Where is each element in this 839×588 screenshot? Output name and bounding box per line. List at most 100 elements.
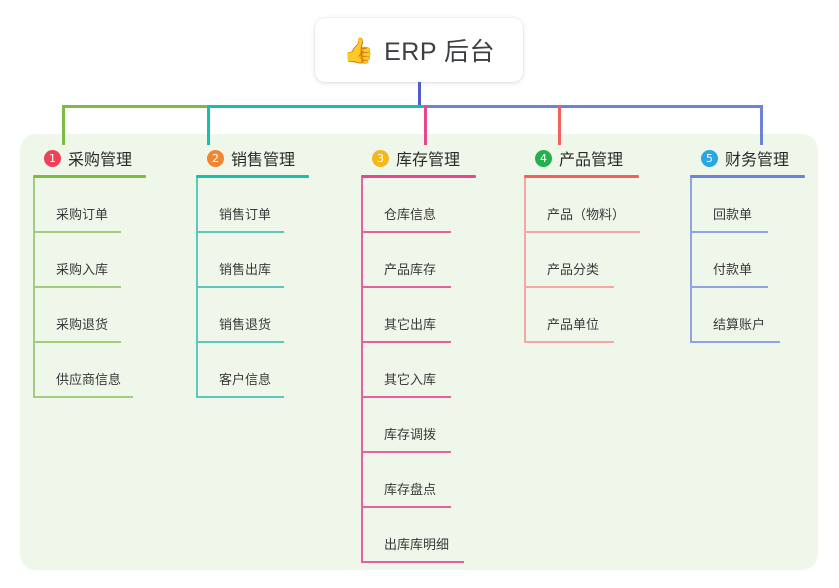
thumbs-up-icon: 👍 [342,35,375,65]
module-header-underline [690,175,805,178]
module-number-badge: 3 [372,149,389,167]
module-header-underline [33,175,146,178]
module-item-list: 回款单付款单结算账户 [690,178,805,343]
module-header-销售管理[interactable]: 2 销售管理 [196,145,309,171]
connector-drop-3 [424,105,427,145]
module-item[interactable]: 采购退货 [33,288,146,343]
module-item[interactable]: 库存调拨 [361,398,476,453]
module-number-badge: 4 [535,149,552,167]
module-item[interactable]: 产品单位 [524,288,639,343]
root-node-erp-backend[interactable]: 👍 ERP 后台 [315,18,523,82]
module-header-采购管理[interactable]: 1 采购管理 [33,145,146,171]
module-item-spine [196,178,198,398]
module-item-label: 出库库明细 [384,537,450,552]
module-item[interactable]: 销售出库 [196,233,309,288]
module-title: 采购管理 [68,152,133,169]
module-number-badge: 2 [207,149,224,167]
module-item-underline [196,341,284,343]
module-item[interactable]: 供应商信息 [33,343,146,398]
connector-drop-2 [207,105,210,145]
module-item-label: 其它出库 [384,317,437,332]
module-item-underline [524,341,614,343]
module-item-underline [361,286,451,288]
module-item-label: 付款单 [713,262,753,277]
module-item[interactable]: 客户信息 [196,343,309,398]
module-item[interactable]: 仓库信息 [361,178,476,233]
module-item-underline [33,396,133,398]
module-header-产品管理[interactable]: 4 产品管理 [524,145,639,171]
connector-bar-segment-3 [424,105,761,108]
module-item[interactable]: 产品库存 [361,233,476,288]
module-item-label: 库存盘点 [384,482,437,497]
module-item[interactable]: 付款单 [690,233,805,288]
module-item-spine [690,178,692,343]
module-item-label: 采购退货 [56,317,109,332]
module-item-underline [33,286,121,288]
module-item-label: 销售退货 [219,317,272,332]
module-item-underline [361,341,451,343]
module-item-spine [524,178,526,343]
module-item-list: 产品（物料） 产品分类产品单位 [524,178,640,343]
module-item-label: 销售出库 [219,262,272,277]
connector-drop-5 [760,105,763,145]
module-item-underline [196,286,284,288]
module-item-label: 其它入库 [384,372,437,387]
module-item-label: 产品单位 [547,317,600,332]
module-item-list: 采购订单采购入库采购退货供应商信息 [33,178,146,398]
module-number-badge: 1 [44,149,61,167]
connector-root-stem [418,82,421,105]
module-item[interactable]: 结算账户 [690,288,805,343]
module-item-underline [196,396,284,398]
module-item-label: 采购入库 [56,262,109,277]
module-item[interactable]: 采购订单 [33,178,146,233]
module-title: 销售管理 [231,152,296,169]
module-column-1: 1 采购管理采购订单采购入库采购退货供应商信息 [33,145,146,398]
module-item[interactable]: 其它出库 [361,288,476,343]
connector-bar-segment-2 [207,105,425,108]
module-item-label: 回款单 [713,207,753,222]
module-item-underline [690,341,780,343]
module-item-list: 仓库信息产品库存其它出库其它入库库存调拨库存盘点出库库明细 [361,178,476,563]
module-item-underline [361,561,464,563]
module-column-4: 4 产品管理产品（物料） 产品分类产品单位 [524,145,640,343]
connector-drop-1 [62,105,65,145]
module-item-label: 销售订单 [219,207,272,222]
module-column-2: 2 销售管理销售订单销售出库销售退货客户信息 [196,145,309,398]
module-item-underline [196,231,284,233]
module-title: 产品管理 [559,152,624,169]
module-item-underline [361,506,451,508]
module-item-label: 产品（物料） [547,207,626,222]
module-item[interactable]: 库存盘点 [361,453,476,508]
module-item-label: 库存调拨 [384,427,437,442]
modules-panel [20,134,818,570]
module-item-label: 仓库信息 [384,207,437,222]
module-item[interactable]: 销售订单 [196,178,309,233]
module-header-underline [524,175,639,178]
module-item[interactable]: 销售退货 [196,288,309,343]
module-item-underline [690,231,768,233]
module-item[interactable]: 采购入库 [33,233,146,288]
module-item[interactable]: 出库库明细 [361,508,476,563]
module-item[interactable]: 其它入库 [361,343,476,398]
module-item-label: 产品分类 [547,262,600,277]
connector-drop-4 [558,105,561,145]
module-column-3: 3 库存管理仓库信息产品库存其它出库其它入库库存调拨库存盘点出库库明细 [361,145,476,563]
module-item-underline [524,231,640,233]
module-item[interactable]: 回款单 [690,178,805,233]
module-header-库存管理[interactable]: 3 库存管理 [361,145,476,171]
module-item-underline [690,286,768,288]
module-item-spine [361,178,363,563]
module-header-underline [196,175,309,178]
module-header-underline [361,175,476,178]
connector-bar-segment-1 [62,105,208,108]
module-item-label: 结算账户 [713,317,766,332]
module-item[interactable]: 产品分类 [524,233,639,288]
module-item-label: 采购订单 [56,207,109,222]
module-item-spine [33,178,35,398]
module-item-underline [524,286,614,288]
module-title: 库存管理 [396,152,461,169]
module-item[interactable]: 产品（物料） [524,178,640,233]
module-item-underline [361,231,451,233]
